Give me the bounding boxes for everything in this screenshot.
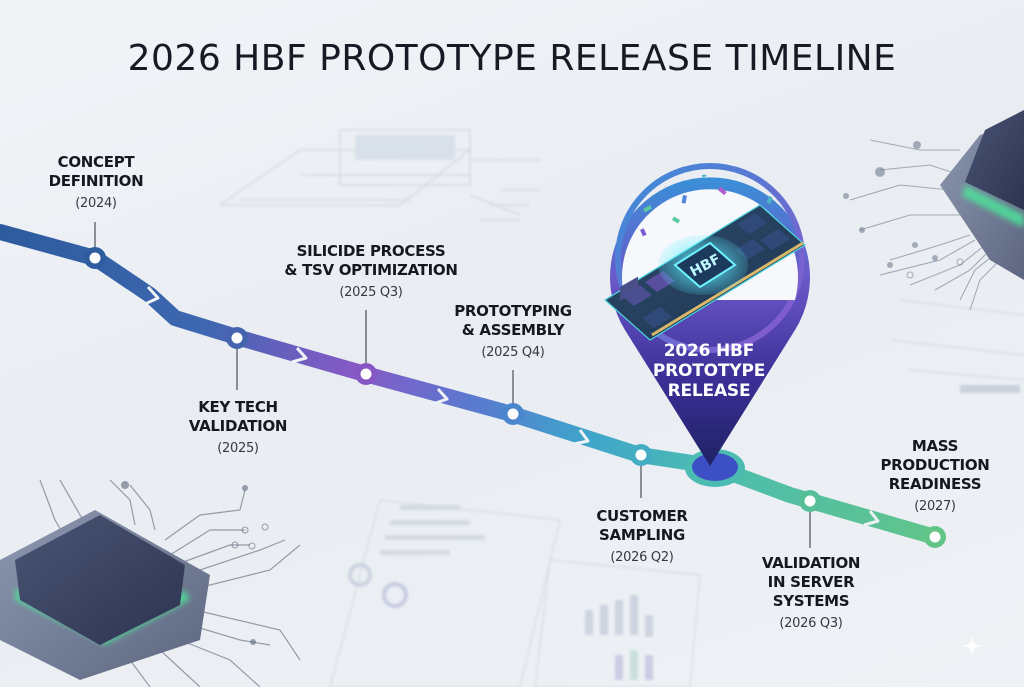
blueprint-sketch (218, 129, 540, 221)
leader-lines (94, 222, 811, 548)
pin-label-release: 2026 HBF PROTOTYPE RELEASE (652, 341, 766, 401)
node-keytech[interactable] (226, 327, 248, 349)
processor-chip-left (0, 510, 210, 680)
node-sampling[interactable] (630, 444, 652, 466)
milestone-label-server: VALIDATION IN SERVER SYSTEMS (2026 Q3) (761, 554, 861, 631)
milestone-date: (2025) (217, 441, 259, 456)
node-silicide[interactable] (355, 363, 377, 385)
node-server[interactable] (799, 490, 821, 512)
sparkle-icon (962, 636, 982, 656)
milestone-label-silicide: SILICIDE PROCESS & TSV OPTIMIZATION (202… (284, 242, 458, 300)
path-chevrons (144, 285, 880, 527)
circuit-nodes-left (121, 481, 269, 645)
milestone-label-prototyping: PROTOTYPING & ASSEMBLY (2025 Q4) (454, 302, 572, 360)
map-pin-icon[interactable]: HBF (603, 163, 810, 466)
milestone-date: (2027) (914, 499, 956, 514)
milestone-date: (2026 Q3) (779, 616, 843, 631)
milestone-date: (2026 Q2) (610, 550, 674, 565)
circuit-traces-left (0, 479, 301, 687)
node-prototyping[interactable] (502, 403, 524, 425)
memory-module-icon: HBF (603, 204, 807, 341)
dashboard-sketch (329, 499, 701, 687)
milestone-label-concept: CONCEPT DEFINITION (2024) (48, 153, 144, 211)
table-sketch (889, 299, 1024, 393)
milestone-date: (2025 Q3) (339, 285, 403, 300)
processor-chip-right (940, 110, 1024, 280)
page-title: 2026 HBF PROTOTYPE RELEASE TIMELINE (127, 38, 897, 79)
milestone-label-keytech: KEY TECH VALIDATION (2025) (188, 398, 288, 456)
milestone-label-mass: MASS PRODUCTION READINESS (2027) (880, 437, 990, 514)
milestone-date: (2025 Q4) (481, 345, 545, 360)
circuit-nodes-right (843, 141, 964, 279)
milestone-date: (2024) (75, 196, 117, 211)
node-mass[interactable] (924, 526, 946, 548)
milestone-nodes (84, 247, 946, 548)
node-concept[interactable] (84, 247, 106, 269)
node-release[interactable] (685, 449, 745, 487)
milestone-label-sampling: CUSTOMER SAMPLING (2026 Q2) (596, 507, 688, 565)
